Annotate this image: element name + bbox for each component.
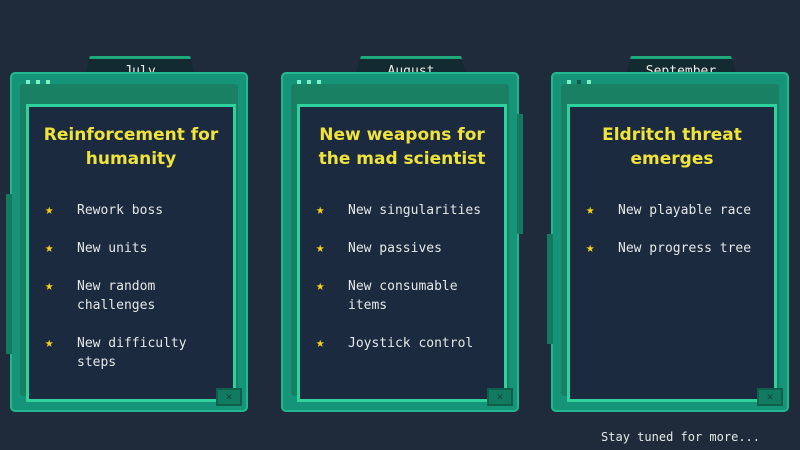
list-item: ★New passives	[316, 240, 442, 256]
star-icon: ★	[45, 335, 54, 351]
card-screen: Eldritch threat emerges ★New playable ra…	[567, 104, 777, 402]
close-icon[interactable]: ✕	[216, 388, 242, 406]
list-item: ★New difficulty steps	[45, 335, 187, 370]
card-title: Reinforcement for humanity	[43, 125, 219, 169]
feature-list: ★Rework boss ★New units ★New random chal…	[29, 201, 233, 372]
roadmap-card-september: September Eldritch threat emerges ★New p…	[547, 56, 789, 412]
list-item: ★New random challenges	[45, 278, 156, 313]
star-icon: ★	[45, 278, 54, 294]
indicator-lights	[26, 80, 50, 84]
card-title: New weapons for the mad scientist	[318, 125, 486, 169]
feature-list: ★New playable race ★New progress tree	[570, 201, 774, 258]
card-screen: Reinforcement for humanity ★Rework boss …	[26, 104, 236, 402]
close-icon[interactable]: ✕	[487, 388, 513, 406]
list-item: ★New consumable items	[316, 278, 458, 313]
list-item: ★New units	[45, 240, 148, 256]
list-item: ★Rework boss	[45, 202, 164, 218]
star-icon: ★	[586, 240, 595, 256]
star-icon: ★	[316, 335, 325, 351]
star-icon: ★	[316, 240, 325, 256]
roadmap-card-august: August New weapons for the mad scientist…	[281, 56, 523, 412]
card-screen: New weapons for the mad scientist ★New s…	[297, 104, 507, 402]
star-icon: ★	[45, 202, 54, 218]
list-item: ★New progress tree	[586, 240, 752, 256]
list-item: ★New playable race	[586, 202, 752, 218]
card-title: Eldritch threat emerges	[602, 125, 742, 169]
card-frame: Reinforcement for humanity ★Rework boss …	[6, 72, 248, 412]
star-icon: ★	[316, 278, 325, 294]
list-item: ★Joystick control	[316, 335, 474, 351]
close-icon[interactable]: ✕	[757, 388, 783, 406]
list-item: ★New singularities	[316, 202, 482, 218]
card-frame: New weapons for the mad scientist ★New s…	[281, 72, 523, 412]
star-icon: ★	[316, 202, 325, 218]
star-icon: ★	[586, 202, 595, 218]
card-frame: Eldritch threat emerges ★New playable ra…	[547, 72, 789, 412]
roadmap-card-july: July Reinforcement for humanity ★Rework …	[6, 56, 248, 412]
indicator-lights	[297, 80, 321, 84]
indicator-lights	[567, 80, 591, 84]
footer-text: Stay tuned for more...	[601, 430, 760, 444]
star-icon: ★	[45, 240, 54, 256]
feature-list: ★New singularities ★New passives ★New co…	[300, 201, 504, 353]
